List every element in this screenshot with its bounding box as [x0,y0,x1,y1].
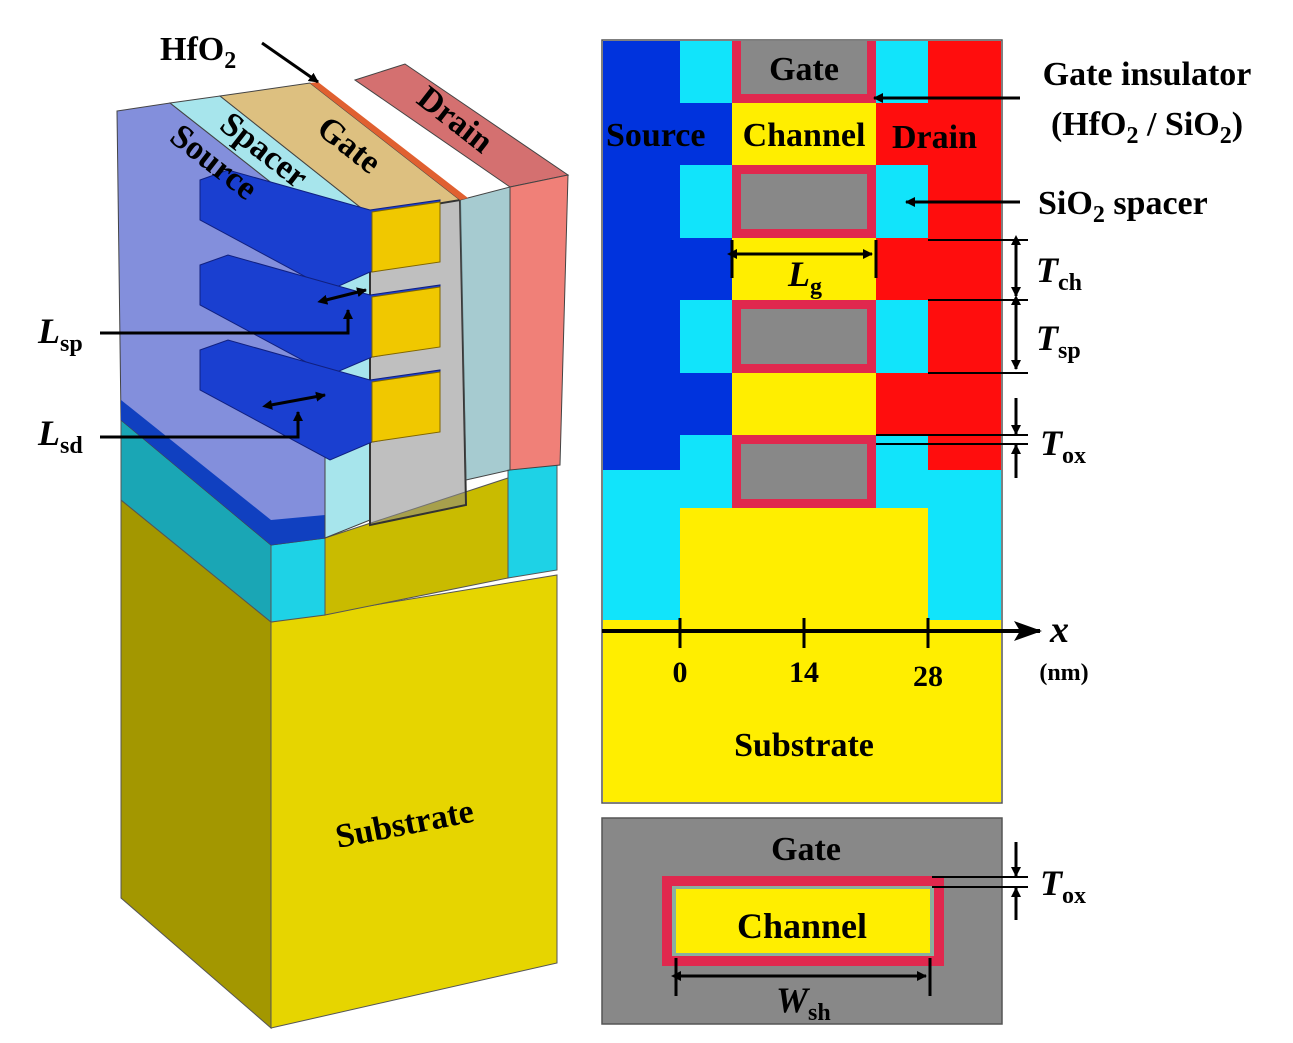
substrate-3d-front [270,574,558,1029]
xs-channel-1 [732,103,876,165]
bv-channel-label: Channel [737,906,867,946]
xs-source-ext-1 [680,103,732,165]
x-tick-label-14: 14 [789,656,819,689]
x-tick-label-0: 0 [673,656,688,689]
xs-source-column [603,41,680,470]
cross-section-view: Gate Source Channel Drain Gate insulator… [601,39,1252,804]
lsp-pointer [100,309,353,335]
xs-gate-stack-4 [732,435,876,508]
lg-label: Lg [787,254,822,300]
hfo2-pointer [261,41,319,84]
bv-channel [676,889,930,953]
spacer-band-front [270,537,326,623]
x-axis-variable: x [1049,609,1069,651]
xs-substrate-core [680,508,928,620]
xs-gate-stack-1 [732,41,876,103]
bv-gate-label: Gate [771,831,841,868]
xs-drain-ext-2 [876,238,928,300]
device-3d-view: HfO2 Source Spacer Gate Drain Substrate … [37,31,570,1030]
xs-drain-ext-3 [876,373,928,435]
xs-source-label: Source [606,117,705,154]
xs-gate-label: Gate [769,51,839,88]
lsd-dimension [262,391,326,410]
gate-insulator-label: Gate insulator [1043,56,1252,93]
hfo2-3d-strip [310,82,468,200]
bv-tox-label: Tox [1040,863,1086,909]
xs-source-ext-3 [680,373,732,435]
x-axis-unit: (nm) [1039,660,1088,686]
xs-drain-column [928,41,1001,470]
lsd-label: Lsd [37,413,83,459]
source-3d-base [121,400,325,545]
xs-substrate-label: Substrate [734,727,874,764]
channel-cross-section: Gate Channel Tox Wsh [601,817,1086,1026]
lsp-label: Lsp [37,311,83,357]
xs-spacer-bottom-left [603,470,680,620]
xs-gate-stack-3 [732,300,876,373]
gate-insulator-materials: (HfO2 / SiO2) [1051,106,1243,149]
sio2-spacer-label: SiO2 spacer [1038,185,1208,228]
x-tick-label-28: 28 [913,660,943,693]
tsp-label: Tsp [1036,318,1081,364]
xs-channel-label: Channel [743,117,866,154]
spacer-band-right [507,464,558,579]
wsh-label: Wsh [776,980,831,1026]
hfo2-label: HfO2 [160,31,236,74]
tox-label-xs: Tox [1040,423,1086,469]
lsd-pointer [100,411,303,439]
xs-source-ext-2 [680,238,732,300]
xs-spacer-bottom-right [928,470,1001,620]
xs-substrate [603,620,1001,802]
xs-drain-label: Drain [892,119,977,156]
xs-channel-3 [732,373,876,435]
tch-label: Tch [1036,250,1082,296]
drain-3d-front [509,174,569,471]
xs-drain-ext-1 [876,103,928,165]
drain-3d-side [459,186,511,481]
xs-channel-2 [732,238,876,300]
xs-gate-stack-2 [732,165,876,238]
lsp-dimension [317,287,367,305]
